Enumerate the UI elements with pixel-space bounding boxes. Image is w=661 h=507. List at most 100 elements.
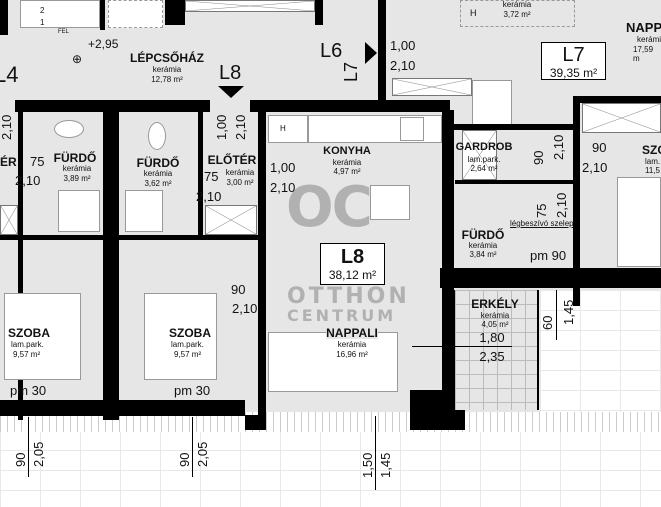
wall [198,100,203,240]
room-floor: kerámia [337,340,367,349]
wardrobe [0,205,18,235]
room-floor: kerámia [62,164,92,173]
wall [573,96,580,306]
dim-line [192,417,193,477]
room-area: 3,62 m² [144,179,172,188]
door-height: 2,10 [390,58,416,73]
wall [455,180,575,184]
wall [0,400,245,416]
railing [0,412,661,432]
room-name: LÉPCSŐHÁZ [129,51,205,65]
dim-line [375,416,376,490]
fridge-label: H [470,8,477,18]
window-height: 2,05 [31,441,46,467]
table [472,80,512,125]
door-width: 90 [231,282,246,297]
room-name: SZOBA [169,326,211,340]
window-sill: pm 30 [174,383,211,398]
room-name: NAPPA [626,20,661,35]
door-height: 2,10 [196,189,222,204]
door-width: 1,80 [479,330,505,345]
unit-area: 38,12 m² [328,268,377,282]
dim-line [556,290,557,340]
balcony-railing [537,290,539,410]
room-name: ELŐTÉR [207,153,257,167]
fridge [268,115,308,143]
window-height: 1,45 [561,299,576,325]
room-floor: lam.park. [11,340,44,349]
door-width: 75 [30,154,45,169]
unit-label: L7 [562,44,585,66]
cabinet [185,0,315,12]
room-area: 11,5 [645,166,660,175]
stair-up-label: FEL [58,29,70,35]
room-floor: kerámia [152,65,182,74]
wall [165,0,185,25]
wall [250,100,450,112]
bed [617,177,661,267]
shower [125,190,163,232]
window-sill: pm 30 [10,383,47,398]
window-height: 2,05 [195,441,210,467]
door-height: 2,10 [232,301,258,316]
shower [58,190,100,232]
bed [144,293,217,380]
unit-label-l7-rotated: L7 [341,61,361,82]
wall [18,100,23,420]
room-name: KONYHA [323,145,371,157]
stairs [20,0,100,28]
door-width: 90 [592,140,607,155]
toilet [54,120,84,138]
room-floor: kerámia [502,0,532,9]
level-target-icon: ⊕ [72,52,83,66]
room-floor: lam. [645,157,661,166]
room-area: 3,00 m² [226,178,254,187]
balcony-floor [455,290,537,410]
room-name: FÜRDŐ [136,156,180,170]
door-height: 2,10 [551,134,566,160]
window-height: 1,45 [378,452,393,478]
terrace-tiles [0,430,661,507]
dining-table [370,185,410,220]
room-area: 3,84 m² [469,250,497,259]
door-height: 2,10 [270,180,296,195]
wall [0,235,258,240]
wall [315,0,323,25]
cabinet [392,78,472,96]
door-height: 2,10 [582,160,608,175]
wall [440,268,661,288]
door-width: 75 [534,203,549,218]
door-height: 2,10 [15,173,41,188]
room-floor: lam.park. [171,340,204,349]
room-name: GARDROB [455,141,513,153]
watermark-logo: OC [286,175,373,240]
room-area: 2,64 m² [470,164,498,173]
room-floor: kerámia [143,169,173,178]
room-name: ERKÉLY [471,297,519,311]
room-floor: kerámi [637,35,661,44]
room-area: 12,78 m² [151,75,183,84]
room-name: ÉR [0,155,17,169]
unit-label-l4: L4 [0,62,19,87]
room-name: SZO [642,143,661,157]
bed [4,293,81,380]
unit-area: 39,35 m² [549,66,598,80]
unit-label: L8 [340,246,365,268]
room-name: SZOBA [8,326,50,340]
wardrobe [582,103,661,133]
door-height: 2,10 [554,192,569,218]
door-height: 2,10 [233,114,248,140]
room-area: 4,97 m² [333,167,361,176]
wall [440,124,580,130]
step-number: 2 [40,6,45,15]
wall [258,100,266,430]
window-sill: pm 90 [530,248,567,263]
wall [575,96,661,103]
unit-label-l6: L6 [320,40,343,62]
watermark-text: OTTHON [287,284,410,309]
wall [103,100,119,420]
window-width: 90 [13,452,28,467]
room-area: 9,57 m² [13,350,41,359]
window-width: 1,50 [360,452,375,478]
vent-note: légbeszívó szelep [510,219,574,228]
